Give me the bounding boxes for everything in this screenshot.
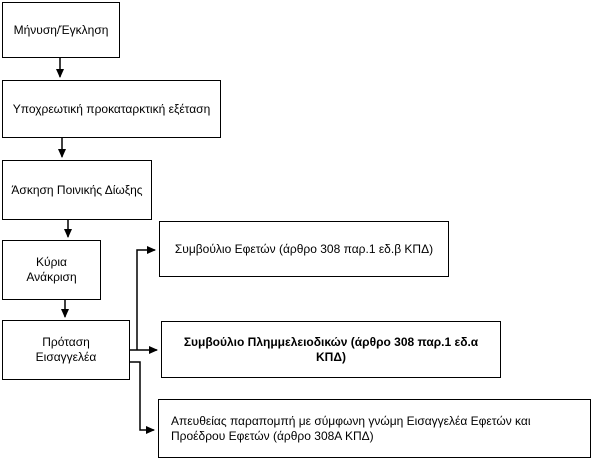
node-kyria-anakrisi: Κύρια Ανάκριση: [2, 240, 101, 300]
node-askisi-poinikis-dioksis: Άσκηση Ποινικής Δίωξης: [2, 160, 152, 220]
node-label: Υποχρεωτική προκαταρκτική εξέταση: [12, 101, 211, 116]
node-symvoulio-efeton: Συμβούλιο Εφετών (άρθρο 308 παρ.1 εδ.β Κ…: [159, 221, 449, 277]
node-label: Απευθείας παραπομπή με σύμφωνη γνώμη Εισ…: [171, 413, 531, 443]
node-symvoulio-plimmeleiodikon: Συμβούλιο Πλημμελειοδικών (άρθρο 308 παρ…: [161, 321, 501, 378]
node-label: Πρόταση Εισαγγελέα: [35, 335, 97, 364]
node-minysi-egklisi: Μήνυση/Έγκληση: [2, 2, 120, 58]
connector-protasi-to-efeton: [136, 246, 156, 350]
node-label: Συμβούλιο Εφετών (άρθρο 308 παρ.1 εδ.β Κ…: [174, 241, 434, 256]
node-ypoxreotiki-prokatarktiki-eksetasi: Υποχρεωτική προκαταρκτική εξέταση: [2, 80, 221, 138]
node-label: Μήνυση/Έγκληση: [13, 22, 109, 37]
node-apeftheias-parapompi: Απευθείας παραπομπή με σύμφωνη γνώμη Εισ…: [158, 399, 591, 458]
node-protasi-eisaggelea: Πρόταση Εισαγγελέα: [2, 320, 130, 380]
connector-protasi-to-apeftheias: [130, 361, 155, 434]
node-label: Κύρια Ανάκριση: [26, 255, 77, 284]
node-label: Άσκηση Ποινικής Δίωξης: [11, 182, 143, 197]
node-label: Συμβούλιο Πλημμελειοδικών (άρθρο 308 παρ…: [183, 334, 479, 364]
